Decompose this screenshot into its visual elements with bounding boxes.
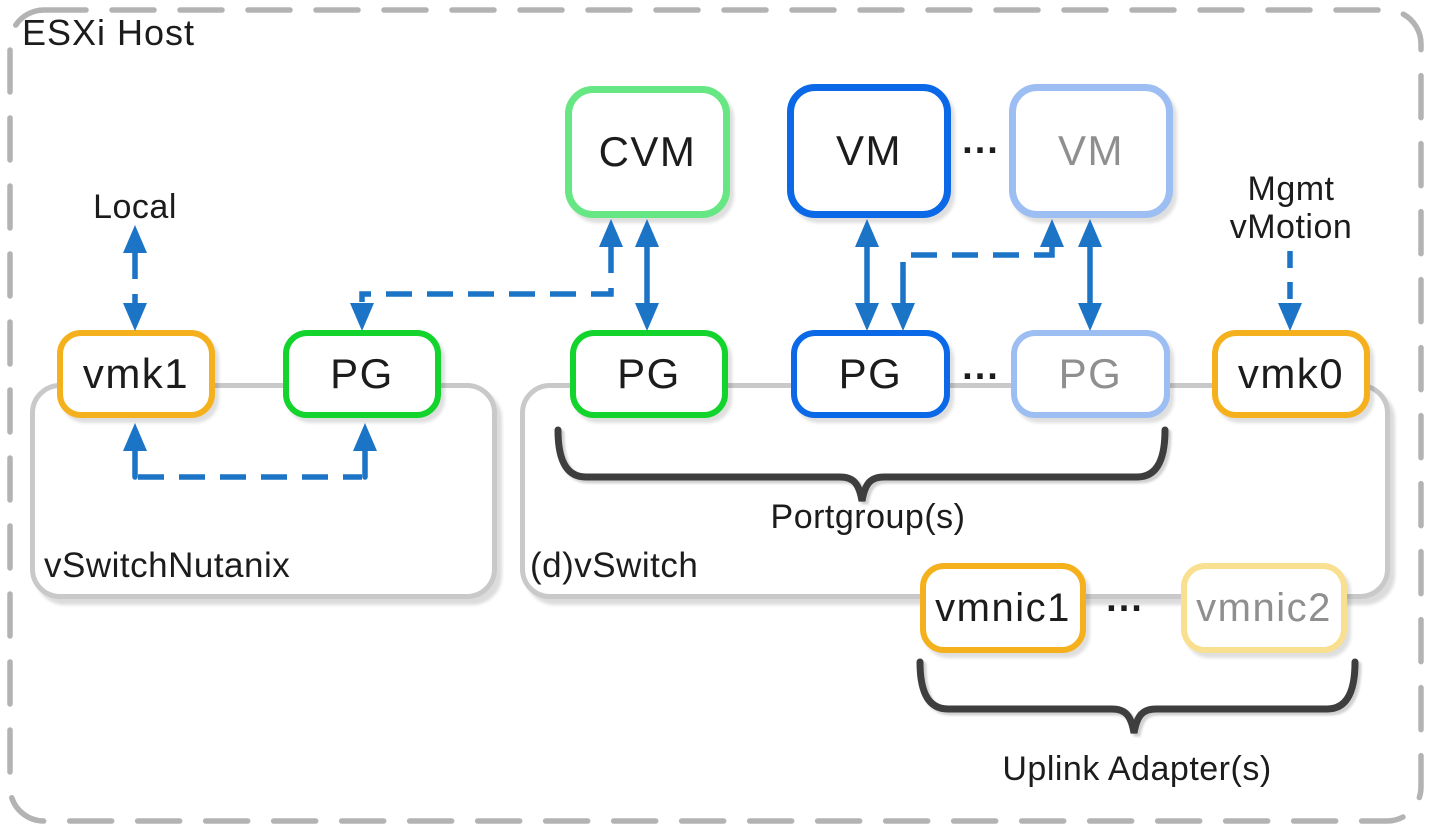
vm-primary-label: VM <box>836 127 902 174</box>
local-caption: Local <box>93 188 177 226</box>
vm-secondary-node: VM <box>1009 84 1173 218</box>
vmnic-row-ellipsis: ... <box>1106 578 1144 620</box>
cvm-node: CVM <box>565 86 730 218</box>
vmk0-node: vmk0 <box>1212 330 1370 418</box>
pg-nutanix-node: PG <box>283 330 441 418</box>
cvm-label: CVM <box>598 128 697 175</box>
vmnic2-node: vmnic2 <box>1181 563 1347 653</box>
pg-cvm-node: PG <box>570 330 728 418</box>
pg-vm-label: PG <box>838 350 903 397</box>
uplink-adapters-caption: Uplink Adapter(s) <box>1002 750 1272 788</box>
vm-secondary-label: VM <box>1058 127 1124 174</box>
pg-row-ellipsis: ... <box>962 346 1000 388</box>
arrow-cvm-pg-nutanix-dashed <box>350 219 623 331</box>
vm-row-ellipsis: ... <box>962 120 1000 162</box>
mgmt-vmotion-caption: Mgmt vMotion <box>1201 170 1381 246</box>
pg-vm-secondary-node: PG <box>1011 330 1170 418</box>
mgmt-caption-line1: Mgmt <box>1247 170 1335 208</box>
vmk1-label: vmk1 <box>82 350 190 397</box>
esxi-host-title: ESXi Host <box>22 12 196 53</box>
vmk0-label: vmk0 <box>1237 350 1345 397</box>
pg-vm-node: PG <box>791 330 950 418</box>
vswitch-nutanix-label: vSwitchNutanix <box>44 546 291 585</box>
arrow-cvm-pg <box>635 219 659 331</box>
vmnic1-node: vmnic1 <box>920 563 1086 653</box>
portgroups-caption: Portgroup(s) <box>770 498 966 536</box>
vmnic1-label: vmnic1 <box>935 585 1071 630</box>
vm-primary-node: VM <box>787 84 951 218</box>
mgmt-caption-line2: vMotion <box>1229 208 1353 246</box>
pg-nutanix-label: PG <box>330 350 394 397</box>
vmk1-node: vmk1 <box>57 330 215 418</box>
arrow-vm-pg <box>855 219 879 331</box>
pg-vm-secondary-label: PG <box>1058 350 1123 397</box>
arrow-vm2-pg-dashed <box>891 219 1064 331</box>
arrow-mgmt-vmk0 <box>1278 251 1302 331</box>
arrow-vm2-pg2 <box>1078 219 1102 331</box>
pg-cvm-label: PG <box>617 350 681 397</box>
arrow-local-vmk1 <box>123 225 147 331</box>
uplink-adapters-brace <box>916 658 1359 734</box>
vmnic2-label: vmnic2 <box>1196 585 1332 630</box>
dvswitch-label: (d)vSwitch <box>530 546 699 585</box>
